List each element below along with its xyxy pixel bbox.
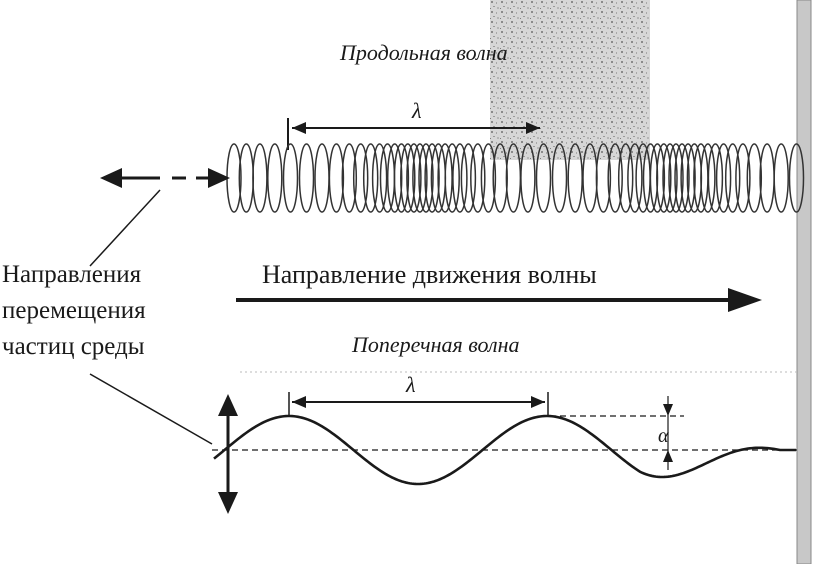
speckle-overlay — [490, 0, 650, 160]
lambda-bottom-arrow-left — [292, 396, 306, 408]
coil-loop — [662, 143, 678, 213]
wave-direction-label: Направление движения волны — [262, 260, 597, 289]
coil-loop — [480, 143, 497, 213]
coil-loop — [656, 143, 672, 213]
coil-loop — [492, 143, 508, 213]
coil-loop — [406, 143, 422, 213]
coil-loop — [371, 143, 388, 213]
coil-loop — [470, 143, 486, 213]
coil-loop — [607, 143, 623, 213]
spring-coil — [226, 143, 805, 213]
wave-direction-arrow-head — [728, 288, 762, 312]
coil-loop — [424, 143, 440, 213]
vertical-arrow-down-head — [218, 492, 238, 514]
coil-loop — [437, 143, 453, 213]
coil-loop — [788, 143, 805, 213]
coil-loop — [668, 143, 684, 213]
coil-loop — [386, 143, 403, 213]
coil-loop — [551, 143, 568, 213]
lambda-bottom-arrow-right — [531, 396, 545, 408]
coil-loop — [362, 143, 379, 213]
amplitude-arrow-down — [663, 404, 673, 416]
coil-loop — [674, 143, 690, 213]
vertical-arrow-up-head — [218, 394, 238, 416]
coil-loop — [298, 143, 315, 213]
coil-loop — [746, 143, 763, 213]
coil-loop — [759, 143, 775, 213]
coil-loop — [535, 143, 552, 213]
coil-loop — [700, 143, 716, 213]
coil-loop — [400, 143, 416, 213]
lambda-top-arrow-right — [526, 122, 540, 134]
transverse-wave-curve — [213, 414, 796, 486]
coil-loop — [715, 143, 732, 213]
transverse-wave-title: Поперечная волна — [351, 332, 519, 357]
coil-loop — [567, 143, 583, 213]
coil-loop — [460, 143, 477, 213]
coil-loop — [352, 143, 369, 213]
coil-loop — [418, 143, 434, 213]
coil-loop — [649, 143, 666, 213]
leader-line-bottom — [89, 373, 213, 445]
coil-loop — [444, 143, 460, 213]
coil-loop — [724, 143, 741, 213]
coil-loop — [680, 143, 696, 213]
lambda-top-label: λ — [411, 98, 422, 123]
particle-arrow-right-head — [208, 168, 230, 188]
coil-loop — [314, 143, 330, 213]
particle-direction-label-line1: Направления — [2, 261, 142, 288]
particle-direction-label-line2: перемещения — [2, 297, 146, 324]
coil-loop — [627, 143, 643, 213]
coil-loop — [393, 143, 410, 213]
lambda-bottom-label: λ — [405, 372, 416, 397]
particle-direction-label-line3: частиц среды — [2, 333, 145, 360]
lambda-top-arrow-left — [292, 122, 306, 134]
coil-loop — [707, 143, 724, 213]
coil-loop — [328, 143, 345, 213]
coil-loop — [282, 143, 299, 213]
coil-loop — [252, 143, 268, 213]
amplitude-label: α — [658, 425, 669, 447]
coil-loop — [595, 143, 612, 213]
amplitude-arrow-up — [663, 450, 673, 462]
coil-loop — [412, 143, 428, 213]
coil-loop — [452, 143, 468, 213]
coil-loop — [341, 143, 358, 213]
coil-loop — [617, 143, 634, 213]
particle-arrow-left-head — [100, 168, 122, 188]
coil-loop — [267, 143, 283, 213]
wall — [796, 0, 812, 564]
coil-loop — [520, 143, 536, 213]
coil-loop — [773, 143, 789, 213]
longitudinal-wave-title: Продольная волна — [339, 40, 508, 65]
coil-loop — [735, 143, 751, 213]
leader-line-top — [89, 189, 161, 267]
